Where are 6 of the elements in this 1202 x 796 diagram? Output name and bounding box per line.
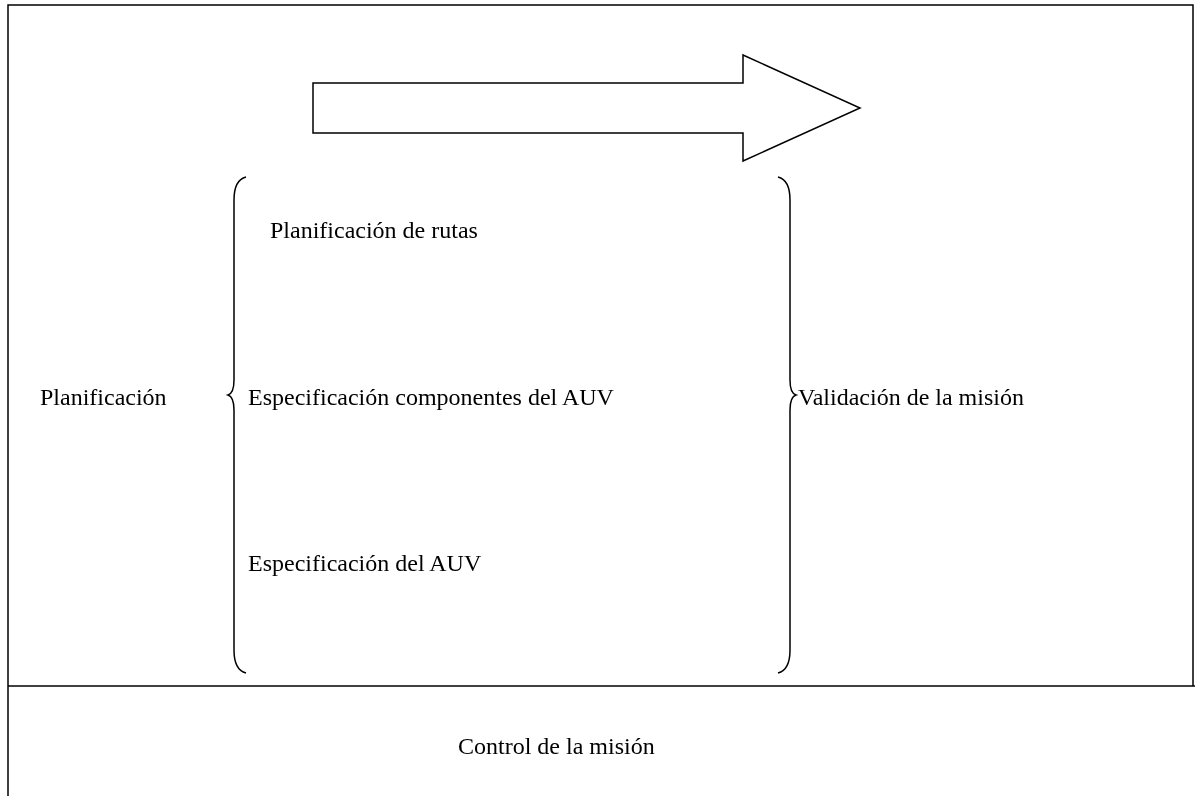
text-label: Validación de la misión <box>798 383 1024 411</box>
text-label: Control de la misión <box>458 732 655 760</box>
text-label: Planificación de rutas <box>270 216 478 244</box>
text-label: Especificación componentes del AUV <box>248 383 614 411</box>
text-label: Planificación <box>40 383 167 411</box>
text-label: Especificación del AUV <box>248 549 482 577</box>
